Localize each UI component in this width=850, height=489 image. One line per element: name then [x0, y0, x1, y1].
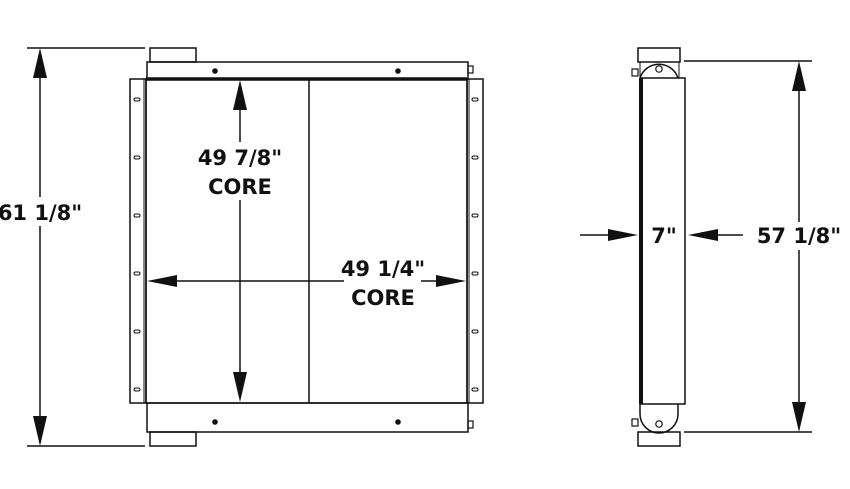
top-cap [637, 47, 681, 63]
depth-value: 7" [651, 224, 677, 248]
overall-height-label: 61 1/8" [0, 201, 82, 225]
side-port [631, 68, 639, 77]
side-port [631, 418, 639, 427]
side-height-dimension: 57 1/8" [684, 60, 841, 433]
core-width-dimension: 49 1/4" CORE [147, 257, 466, 310]
top-tank-profile [639, 63, 679, 79]
bottom-nozzle [149, 431, 197, 447]
bottom-cap [637, 431, 681, 447]
right-side-bracket [466, 78, 484, 404]
bottom-tank-profile [639, 404, 679, 434]
front-view: 61 1/8" [0, 47, 484, 447]
left-side-bracket [129, 78, 147, 404]
tank-bolt [395, 419, 401, 425]
tank-bolt [395, 68, 401, 74]
bottom-port [467, 420, 474, 429]
core-height-value: 49 7/8" [198, 146, 282, 170]
core-height-label: CORE [208, 175, 272, 199]
core-width-label: CORE [351, 286, 415, 310]
bottom-tank [146, 402, 469, 433]
core-width-value: 49 1/4" [341, 257, 425, 281]
depth-dimension: 7" [580, 224, 743, 248]
core [145, 78, 468, 404]
side-view: 7" 57 1/8" [580, 47, 841, 447]
top-port [467, 65, 474, 74]
arrow-down-icon [33, 416, 47, 446]
tank-bolt [212, 419, 218, 425]
top-nozzle [149, 47, 197, 63]
side-height-value: 57 1/8" [757, 224, 841, 248]
overall-height-dimension: 61 1/8" [0, 47, 145, 447]
core-height-dimension: 49 7/8" CORE [198, 80, 282, 402]
arrow-up-icon [33, 48, 47, 78]
core-side [640, 77, 686, 405]
tank-bolt [212, 68, 218, 74]
top-tank [146, 61, 469, 80]
